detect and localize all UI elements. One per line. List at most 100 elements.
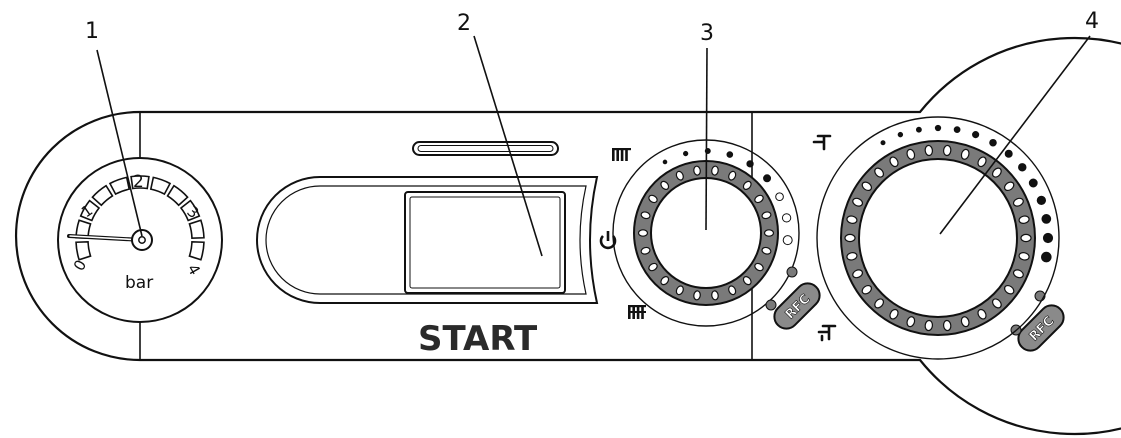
callout-3: 3 — [700, 21, 714, 46]
indicator-dot — [786, 266, 798, 278]
knob-grip-dot — [742, 276, 752, 286]
scale-dot — [972, 131, 980, 139]
knob-grip-dot — [754, 194, 764, 204]
scale-dot — [1041, 214, 1052, 224]
scale-dot — [1018, 163, 1027, 172]
gauge-scale-segment — [188, 219, 205, 240]
knob-grip-dot — [874, 167, 885, 178]
scale-dot — [989, 138, 997, 147]
heating-knob-assembly[interactable] — [612, 139, 800, 327]
knob-grip-dot — [648, 262, 658, 272]
gauge-scale-segment — [188, 240, 205, 261]
knob-grip-dot — [846, 252, 858, 261]
scale-dot — [953, 126, 961, 134]
gauge-scale-segment — [130, 175, 150, 190]
knob-grip-dot — [1020, 233, 1032, 243]
scale-dot — [1028, 178, 1038, 188]
knob-grip-dot — [675, 170, 684, 181]
knob-grip-dot — [924, 144, 934, 157]
leader-line-2 — [473, 35, 543, 257]
tap-icon — [812, 134, 832, 151]
radiator-icon — [612, 148, 631, 161]
scale-dot — [775, 192, 784, 202]
knob-grip-dot — [640, 211, 651, 220]
knob-grip-dot — [742, 180, 752, 190]
knob-grip-dot — [693, 165, 701, 176]
leader-line-1 — [96, 49, 143, 237]
gauge-scale-segments — [75, 175, 205, 261]
scale-dot — [934, 124, 942, 132]
heating-knob-grip-dots — [637, 165, 775, 301]
knob-grip-dot — [711, 290, 719, 301]
knob-grip-dot — [991, 298, 1002, 309]
knob-grip-dot — [861, 284, 873, 295]
knob-grip-dot — [977, 308, 987, 320]
scale-dot — [1042, 232, 1054, 244]
knob-grip-dot — [754, 262, 764, 272]
knob-grip-dot — [977, 156, 987, 168]
knob-grip-dot — [660, 180, 670, 190]
knob-grip-dot — [861, 181, 873, 192]
knob-grip-dot — [942, 319, 952, 332]
knob-grip-dot — [942, 144, 952, 157]
scale-dot — [746, 160, 754, 168]
heating-scale-dots — [662, 148, 793, 246]
indicator-dot — [765, 299, 777, 311]
knob-grip-dot — [960, 148, 970, 160]
pressure-gauge: 0 1 2 3 4 bar — [57, 157, 223, 323]
display-slot — [412, 141, 559, 156]
knob-grip-dot — [1018, 215, 1030, 224]
scale-dot — [1036, 195, 1047, 206]
gauge-scale-segment — [149, 176, 172, 196]
gauge-unit: bar — [125, 273, 153, 293]
scale-dot — [763, 174, 772, 183]
knob-grip-dot — [637, 229, 649, 237]
knob-grip-dot — [660, 276, 670, 286]
scale-dot — [662, 159, 668, 165]
knob-grip-dot — [889, 156, 899, 168]
knob-grip-dot — [763, 229, 775, 237]
knob-grip-dot — [960, 316, 970, 328]
knob-grip-dot — [761, 211, 772, 220]
hot-water-knob-assembly[interactable] — [816, 116, 1060, 360]
callout-2: 2 — [457, 11, 471, 36]
knob-grip-dot — [906, 316, 916, 328]
knob-grip-dot — [846, 215, 858, 224]
knob-grip-dot — [1012, 197, 1024, 207]
knob-grip-dot — [1018, 252, 1030, 261]
knob-grip-dot — [693, 290, 701, 301]
callout-4: 4 — [1085, 9, 1099, 34]
knob-grip-dot — [640, 246, 651, 255]
hot-water-knob-center[interactable] — [858, 158, 1018, 318]
knob-grip-dot — [924, 319, 934, 332]
scale-dot — [683, 150, 689, 157]
knob-grip-dot — [874, 298, 885, 309]
scale-dot — [915, 126, 922, 133]
gauge-scale-segment — [91, 184, 114, 207]
gauge-scale-segment — [179, 199, 201, 222]
knob-grip-dot — [852, 197, 864, 207]
callout-1: 1 — [85, 19, 99, 44]
knob-grip-dot — [648, 194, 658, 204]
knob-grip-dot — [761, 246, 772, 255]
knob-grip-dot — [1003, 284, 1015, 295]
gauge-scale-segment — [108, 176, 131, 196]
tap-max-icon — [817, 324, 837, 342]
scale-dot — [880, 140, 886, 146]
hot-water-scale-dots — [880, 124, 1054, 263]
gauge-scale-segment — [75, 240, 92, 261]
scale-dot — [1004, 149, 1013, 158]
leader-line-3 — [705, 47, 708, 231]
scale-dot — [897, 131, 904, 138]
gauge-scale-segment — [79, 199, 101, 222]
scale-dot — [1041, 251, 1052, 263]
knob-grip-dot — [852, 269, 864, 279]
knob-grip-dot — [711, 165, 719, 176]
power-icon — [599, 231, 617, 250]
scale-dot — [726, 151, 734, 158]
knob-grip-dot — [991, 167, 1002, 178]
gauge-scale-segment — [166, 184, 189, 207]
knob-grip-dot — [906, 148, 916, 160]
scale-dot — [782, 235, 793, 246]
